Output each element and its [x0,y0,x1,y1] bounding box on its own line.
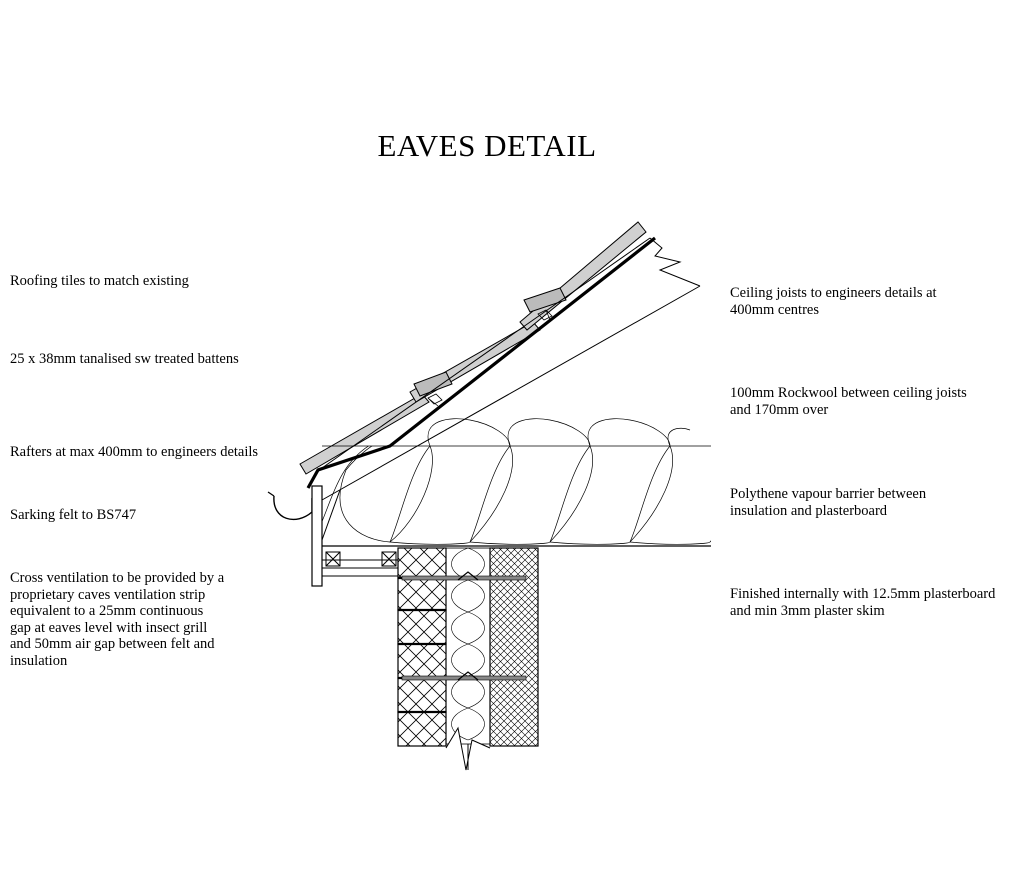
gutter [273,495,313,521]
roofing-tiles [299,221,647,475]
drawing-title: EAVES DETAIL [377,128,597,163]
insulation-overlay-loops [427,418,691,447]
rafter [321,237,701,541]
fascia-board [311,485,323,587]
brick-outer-leaf [397,547,447,747]
wall-break-line [445,726,491,771]
tile-battens [413,287,567,397]
note-battens: 25 x 38mm tanalised sw treated battens [10,351,239,367]
note-vapour-barrier: Polythene vapour barrier between insulat… [730,486,927,519]
note-cross-ventilation: Cross ventilation to be provided by a pr… [10,570,225,669]
rockwool-insulation [322,446,711,545]
tile-clips [427,309,553,407]
note-plasterboard: Finished internally with 12.5mm plasterb… [730,586,996,619]
note-ceiling-joists: Ceiling joists to engineers details at 4… [730,285,937,318]
wall-ties [401,571,527,681]
note-sarking-felt: Sarking felt to BS747 [10,507,137,523]
note-rafters: Rafters at max 400mm to engineers detail… [10,444,259,460]
note-roofing-tiles: Roofing tiles to match existing [10,273,189,289]
note-rockwool: 100mm Rockwool between ceiling joists an… [730,385,967,418]
soffit [321,551,399,577]
inner-block-leaf [489,547,539,747]
